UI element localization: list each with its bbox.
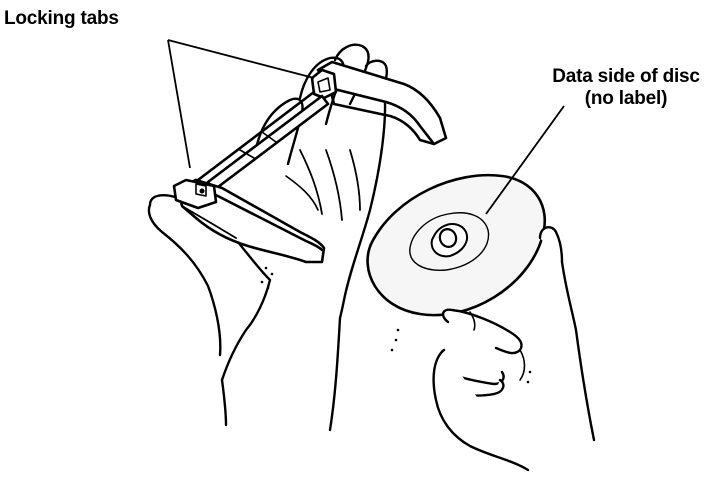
locking-tabs-label: Locking tabs — [4, 8, 119, 30]
data-side-label-line1: Data side of disc — [528, 66, 724, 88]
compact-disc-icon — [368, 175, 545, 315]
data-side-label-line2: (no label) — [528, 88, 724, 110]
data-side-label: Data side of disc (no label) — [528, 66, 724, 110]
